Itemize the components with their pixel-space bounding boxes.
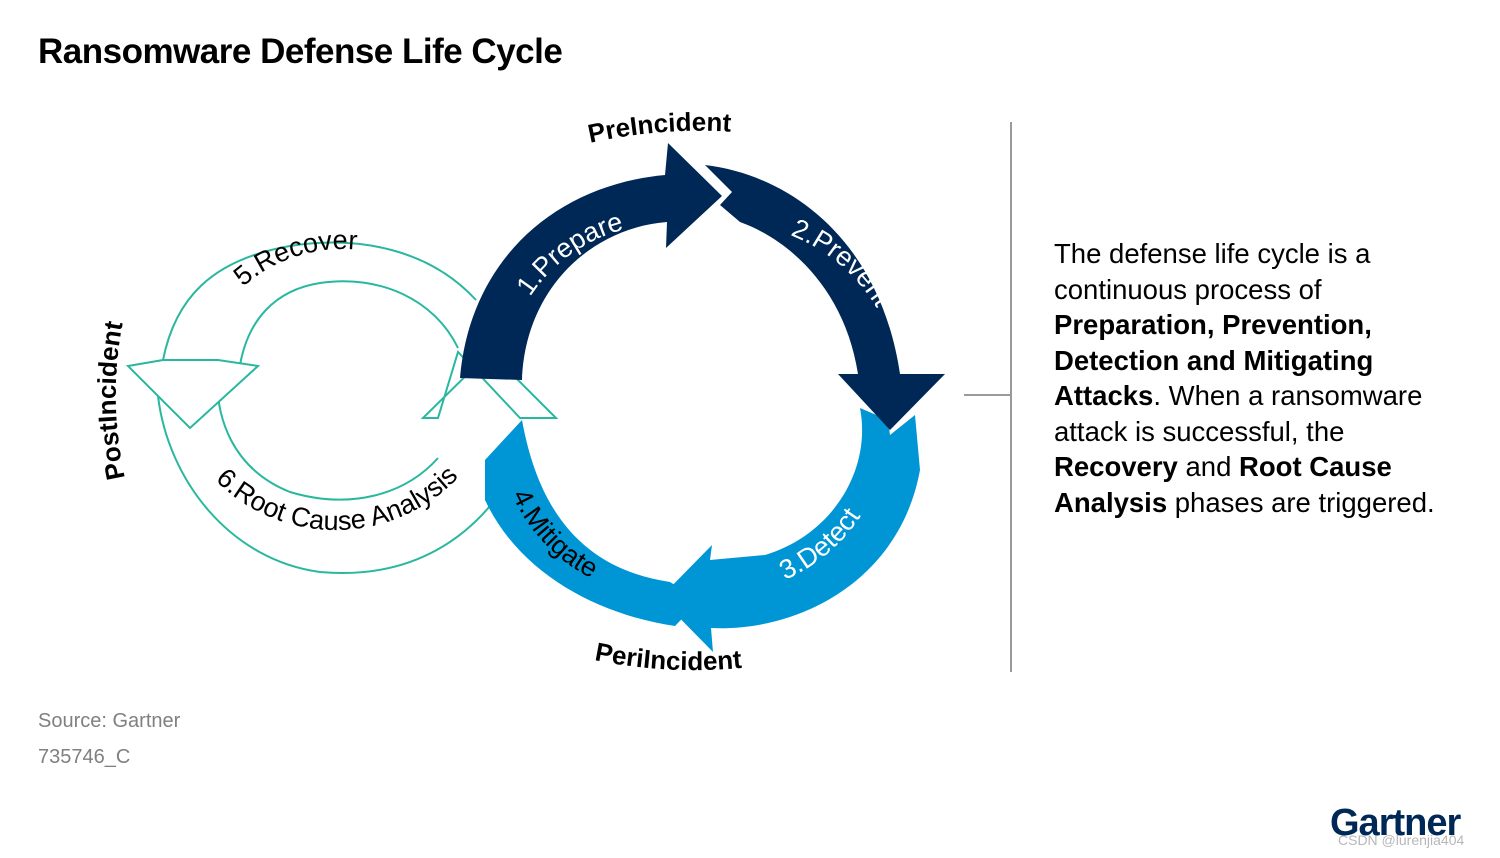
recover-arrowhead xyxy=(125,359,261,430)
desc-bold-2: Recovery xyxy=(1054,451,1178,482)
source-note: Source: Gartner xyxy=(38,710,181,732)
phase-post-label: PostIncident xyxy=(92,318,131,482)
gartner-logo: Gartner xyxy=(1330,802,1461,844)
desc-part-4: phases are triggered. xyxy=(1167,486,1435,518)
desc-part-1: The defense life cycle is a continuous p… xyxy=(1054,238,1371,305)
description-text: The defense life cycle is a continuous p… xyxy=(1054,236,1454,520)
desc-part-3: and xyxy=(1177,451,1240,482)
phase-pre-label: PreIncident xyxy=(585,107,732,149)
desc-bold-1: Preparation, Prevention, Detection and M… xyxy=(1054,309,1374,411)
detect-mitigate-arc xyxy=(660,408,920,652)
lifecycle-diagram: 1.Prepare 2.Prevent 3.Detect 4.Mitigate … xyxy=(92,107,945,676)
divider-connector xyxy=(964,394,1011,396)
mitigate-arc xyxy=(485,420,700,626)
divider-vertical xyxy=(1010,122,1012,672)
page-title: Ransomware Defense Life Cycle xyxy=(38,32,563,71)
phase-peri-label: PeriIncident xyxy=(593,636,743,676)
desc-part-2: . When a ransomware attack is successful… xyxy=(1054,380,1423,447)
prepare-arc xyxy=(460,143,722,380)
figure-code: 735746_C xyxy=(38,746,131,768)
watermark: CSDN @lurenjia404 xyxy=(1338,832,1465,848)
prevent-arc xyxy=(705,165,945,430)
desc-bold-3: Root Cause Analysis xyxy=(1054,451,1392,518)
recovery-loop xyxy=(157,241,516,574)
